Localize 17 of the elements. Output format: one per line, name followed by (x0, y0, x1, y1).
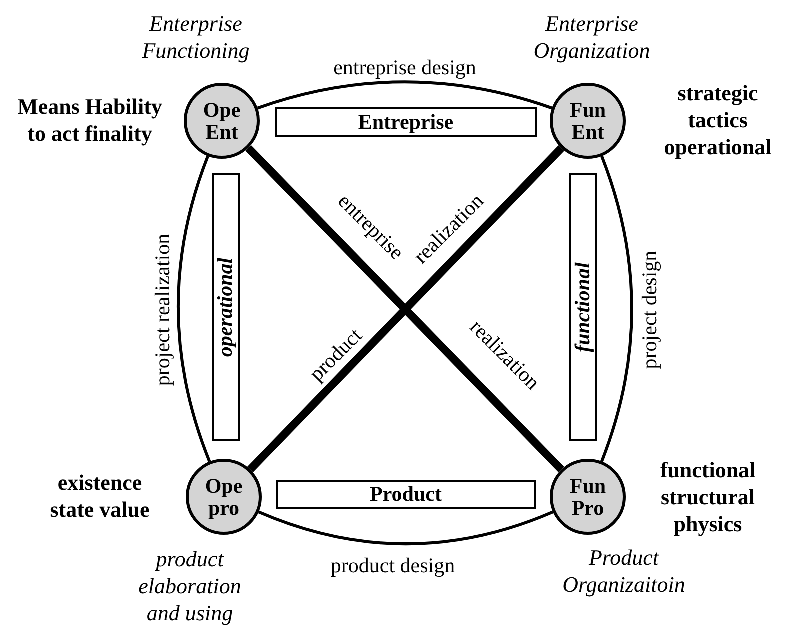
role-caption: Enterprise Organization (532, 10, 652, 64)
attribute-list: strategic tactics operational (648, 80, 787, 160)
label-box: Entreprise (275, 107, 537, 137)
edge-label: product design (330, 556, 456, 576)
attribute-list: functional structural physics (643, 456, 773, 538)
attribute-list: existence state value (45, 469, 155, 523)
role-caption: Enterprise Functioning (141, 10, 251, 64)
role-caption: product elaboration and using (138, 546, 242, 626)
edge-label: project realization (152, 234, 174, 386)
role-caption: Product Organizaitoin (562, 544, 686, 598)
attribute-list: Means Hability to act finality (14, 93, 166, 147)
connector-line (258, 510, 554, 546)
edge-label: project design (640, 250, 660, 370)
label-box: Product (276, 480, 536, 509)
vertical-label-box: functional (569, 173, 597, 441)
edge-label: entreprise design (334, 58, 476, 78)
vertical-label-box: operational (212, 173, 240, 441)
